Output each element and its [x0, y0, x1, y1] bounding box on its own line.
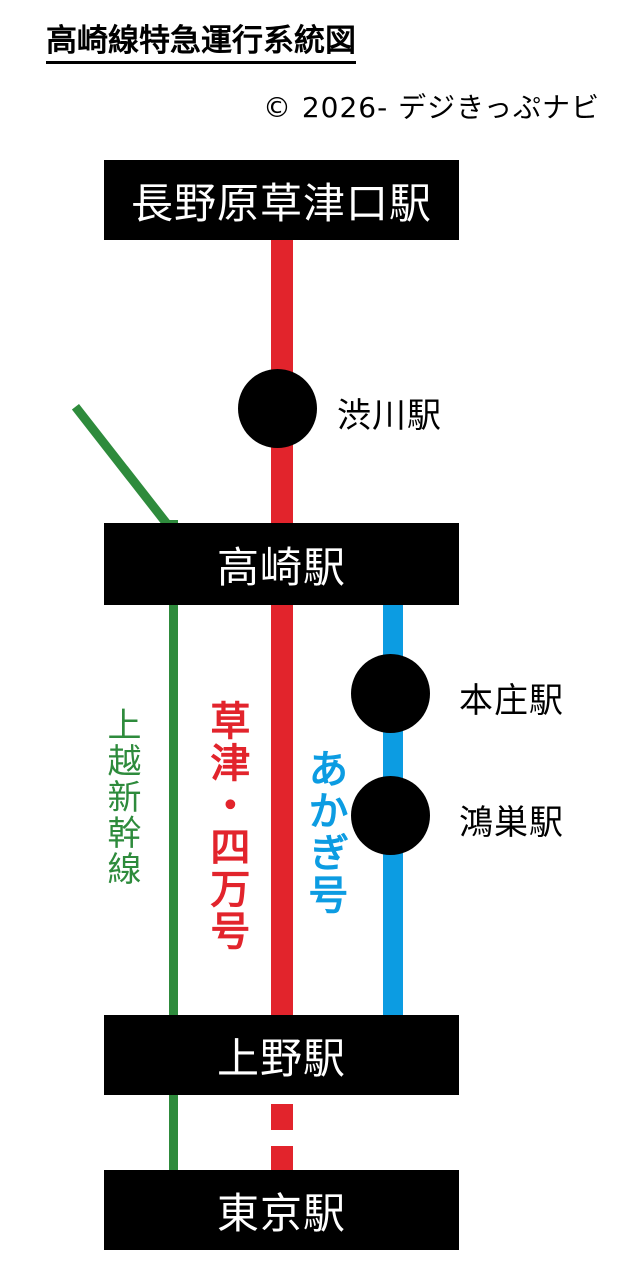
diagram-header: 高崎線特急運行系統図 © 2026- デジきっぷナビ [0, 0, 640, 150]
station-label-shibukawa: 渋川駅 [337, 396, 442, 436]
rail-line-kusatsu-shima [271, 235, 293, 1025]
station-box-label-tokyo: 東京駅 [216, 1188, 346, 1238]
rail-line-kusatsu-shima-dash-2 [271, 1146, 293, 1172]
page-title: 高崎線特急運行系統図 [46, 24, 356, 64]
station-dot-shibukawa[interactable] [238, 369, 317, 448]
station-dot-konosu[interactable] [351, 776, 430, 855]
station-box-naganoharakusatsuguchi[interactable]: 長野原草津口駅 [104, 160, 459, 240]
line-label-kusatsu-shima: 草津・四万号 [203, 700, 250, 952]
station-label-konosu: 鴻巣駅 [459, 803, 564, 843]
station-box-label-takasaki: 高崎駅 [216, 542, 346, 592]
line-label-akagi: あかぎ号 [301, 748, 348, 916]
copyright-notice: © 2026- デジきっぷナビ [262, 91, 600, 124]
station-label-honjo: 本庄駅 [459, 681, 564, 721]
station-box-takasaki[interactable]: 高崎駅 [104, 523, 459, 605]
rail-line-joetsu-shinkansen-diagonal [71, 404, 173, 530]
line-label-joetsu-shinkansen: 上越新幹線 [101, 707, 142, 887]
station-box-tokyo[interactable]: 東京駅 [104, 1170, 459, 1250]
station-dot-honjo[interactable] [351, 654, 430, 733]
rail-line-kusatsu-shima-dash-1 [271, 1104, 293, 1130]
station-box-label-naganoharakusatsuguchi: 長野原草津口駅 [130, 178, 432, 228]
station-box-ueno[interactable]: 上野駅 [104, 1015, 459, 1095]
rail-line-joetsu-shinkansen [169, 520, 178, 1180]
station-box-label-ueno: 上野駅 [216, 1033, 346, 1083]
